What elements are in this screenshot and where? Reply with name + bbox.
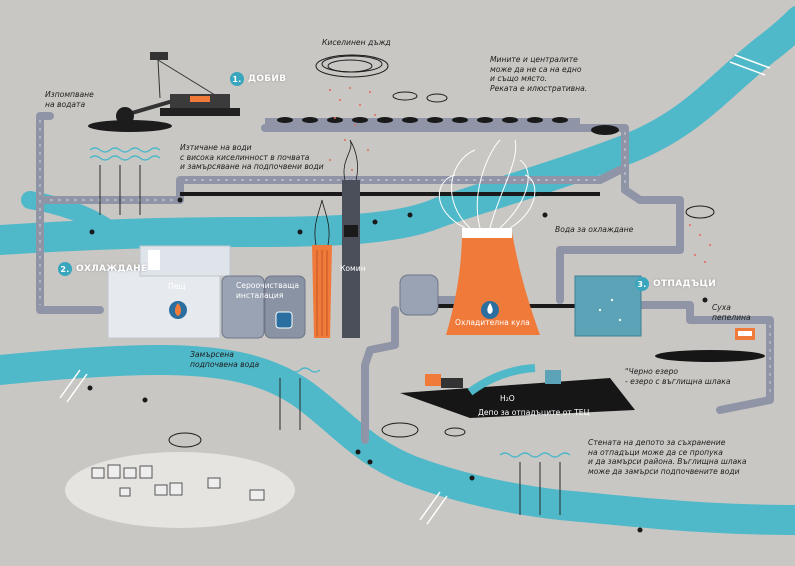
label-mines-note: Мините и централите може да не са на едн… (490, 55, 588, 93)
ash-train-icon (735, 328, 755, 340)
hazard-skulls (87, 197, 708, 533)
section-number: 2. (58, 262, 72, 276)
label-furnace: Пещ (168, 282, 186, 291)
furnace-building (107, 245, 231, 339)
coal-piles (277, 117, 619, 135)
section-waste: 3. ОТПАДЪЦИ (635, 277, 716, 291)
cooling-tower (438, 139, 540, 335)
section-number: 1. (230, 72, 244, 86)
section-title: ОТПАДЪЦИ (653, 279, 717, 289)
groundwater-lines (99, 165, 561, 515)
water-spray (467, 364, 536, 396)
label-cooling-tower: Охладителна кула (455, 318, 530, 327)
small-clouds (168, 91, 715, 448)
acid-rain-cloud-icon (315, 54, 389, 78)
truck-icon (425, 374, 463, 388)
section-number: 3. (635, 277, 649, 291)
label-acid-leak: Изтичане на води с висока киселинност в … (180, 143, 324, 172)
section-title: ОХЛАЖДАНЕ (76, 264, 148, 274)
label-black-lake: "Черно езеро - езеро с въглищна шлака (625, 367, 731, 386)
label-desulfurization: Сероочистваща инсталация (236, 281, 300, 300)
label-h2o: H₂O (500, 394, 515, 403)
label-acid-rain: Киселинен дъжд (322, 38, 391, 47)
depot-teal-box (545, 370, 561, 384)
excavator-icon (88, 52, 240, 132)
section-title: ДОБИВ (248, 74, 287, 84)
pipe-dashes (39, 120, 771, 395)
groundwater-marks (89, 147, 571, 458)
label-cooling-water: Вода за охлаждане (555, 225, 634, 234)
section-cooling: 2. ОХЛАЖДАНЕ (58, 262, 147, 276)
label-tec-depot: Депо за отпадъците от ТЕЦ (478, 408, 590, 417)
label-depot-wall: Стената на депото за съхранение на отпад… (588, 438, 747, 476)
waste-treatment-box (574, 275, 642, 337)
chimney (342, 139, 360, 338)
label-water-pumping: Изпомпване на водата (45, 90, 94, 109)
section-mining: 1. ДОБИВ (230, 72, 286, 86)
acid-rain-drops (329, 87, 376, 171)
rain-drops-right (689, 224, 711, 263)
black-lake (655, 350, 765, 362)
label-chimney: Комин (340, 264, 366, 273)
waste-depot (400, 378, 635, 418)
orange-stack (312, 199, 332, 338)
label-polluted-groundwater: Замърсена подпочвена вода (190, 350, 260, 369)
label-dry-ash: Суха пепелина (712, 303, 751, 322)
desulfurization-tanks (221, 275, 306, 339)
gray-tank (399, 274, 439, 316)
ladders (59, 54, 771, 525)
village-houses (91, 464, 265, 501)
